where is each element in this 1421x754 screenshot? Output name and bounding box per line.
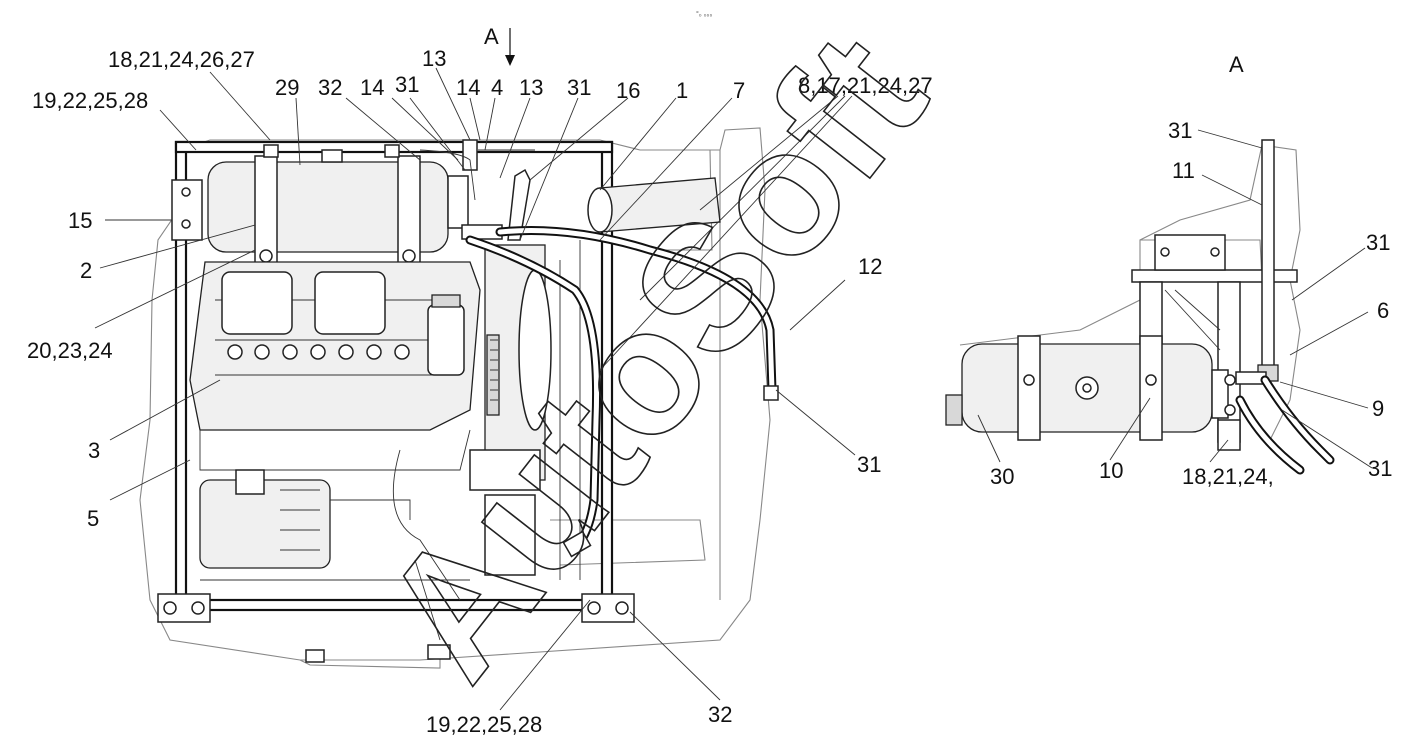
- callout-4: 4: [491, 75, 503, 100]
- callout-13-b: 13: [519, 75, 543, 100]
- detail-callout-31-top: 31: [1168, 118, 1192, 143]
- detail-callouts: 31 11 31 6 9 31 30 10 18,21,24,: [990, 118, 1392, 489]
- callout-20-23-24: 20,23,24: [27, 338, 113, 363]
- callout-19-22-25-28-bottom: 19,22,25,28: [426, 712, 542, 737]
- detail-callout-18-21-24: 18,21,24,: [1182, 464, 1274, 489]
- detail-view-title: A: [1229, 52, 1244, 77]
- detail-callout-10: 10: [1099, 458, 1123, 483]
- callout-31-b: 31: [567, 75, 591, 100]
- callout-14-a: 14: [360, 75, 384, 100]
- callout-12: 12: [858, 254, 882, 279]
- callout-32-top: 32: [318, 75, 342, 100]
- callout-1: 1: [676, 78, 688, 103]
- part-callouts: 18,21,24,26,27 19,22,25,28 29 32 14 31 1…: [27, 46, 933, 737]
- callout-19-22-25-28-top: 19,22,25,28: [32, 88, 148, 113]
- view-arrow-label: A: [484, 24, 499, 49]
- callout-14-b: 14: [456, 75, 480, 100]
- callout-31-a: 31: [395, 72, 419, 97]
- callout-5: 5: [87, 506, 99, 531]
- detail-callout-6: 6: [1377, 298, 1389, 323]
- header-caption: °₀ ₀₀₀: [696, 10, 712, 18]
- callout-15: 15: [68, 208, 92, 233]
- main-view-drawing: [94, 28, 856, 711]
- callout-31-c: 31: [857, 452, 881, 477]
- callout-3: 3: [88, 438, 100, 463]
- callout-16: 16: [616, 78, 640, 103]
- callout-29: 29: [275, 75, 299, 100]
- cylinder-heads: [221, 271, 410, 360]
- detail-view-a-drawing: [945, 129, 1373, 475]
- detail-callout-31-bottom: 31: [1368, 456, 1392, 481]
- callout-13-a: 13: [422, 46, 446, 71]
- detail-callout-9: 9: [1372, 396, 1384, 421]
- callout-7: 7: [733, 78, 745, 103]
- detail-leader-lines: [977, 129, 1373, 469]
- callout-8-17-21-24-27: 8,17,21,24,27: [798, 73, 933, 98]
- detail-callout-11: 11: [1172, 158, 1195, 183]
- detail-callout-31-right: 31: [1366, 230, 1390, 255]
- leader-lines: [94, 28, 856, 711]
- callout-18-21-24-26-27: 18,21,24,26,27: [108, 47, 255, 72]
- detail-callout-30: 30: [990, 464, 1014, 489]
- callout-32-bottom: 32: [708, 702, 732, 727]
- callout-2: 2: [80, 258, 92, 283]
